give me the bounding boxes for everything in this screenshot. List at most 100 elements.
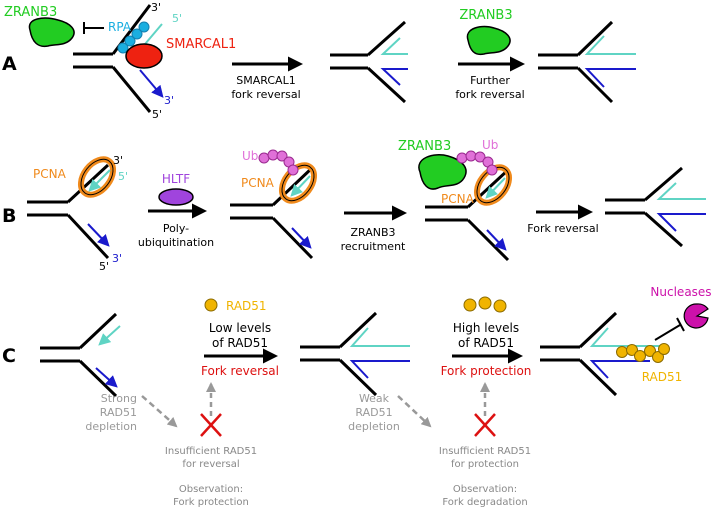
nascent-strand-blue-b2 [291, 227, 312, 249]
zranb3-shape-2 [466, 25, 511, 56]
strong-depletion-3: depletion [85, 420, 137, 433]
rad51-label-2: RAD51 [642, 370, 683, 384]
rad51-label-1: RAD51 [226, 299, 267, 313]
reversed-arm-teal-c2 [349, 327, 410, 347]
label-5prime-bottom-b: 5' [99, 260, 109, 273]
reversed-arm-blue-b4 [656, 213, 706, 232]
step-a2-line1: Further [470, 74, 510, 87]
ub-chain [258, 149, 299, 176]
insufficient-2a: Insufficient RAD51 [439, 446, 531, 457]
fork-b4 [605, 166, 683, 248]
label-3prime-top-b: 3' [113, 154, 123, 167]
inhibition-marker [83, 22, 104, 34]
rad51-beads-high [463, 296, 507, 313]
observation-2a: Observation: [453, 484, 517, 495]
block-x-icon-2 [474, 413, 496, 437]
fork-a3 [538, 20, 614, 104]
ub-label-2: Ub [482, 138, 498, 152]
label-3prime-bottom-b: 3' [112, 252, 122, 265]
fork-reversal-label: Fork reversal [201, 364, 279, 378]
step-b1-line2: ubiquitination [138, 236, 214, 249]
strong-depletion-1: Strong [101, 392, 137, 405]
fork-b1 [27, 163, 110, 260]
observation-1a: Observation: [179, 484, 243, 495]
hltf-label: HLTF [162, 172, 190, 186]
nascent-strand-blue-b1 [87, 223, 110, 247]
step-a2-line2: fork reversal [455, 88, 524, 101]
nucleases-icon [683, 303, 709, 329]
nascent-strand-teal-b3 [485, 177, 506, 199]
hltf-shape [158, 188, 194, 206]
pcna-ring-3-outline [476, 166, 510, 204]
rad51-bead [204, 298, 218, 312]
step-a1-line2: fork reversal [231, 88, 300, 101]
panel-letter-b: B [2, 205, 16, 227]
reversed-arm-teal-c3 [589, 327, 660, 347]
dashed-arrow-c2 [397, 395, 432, 428]
high-levels-line1: High levels [453, 321, 519, 335]
step-b2-line2: recruitment [341, 240, 406, 253]
fork-c3 [540, 311, 618, 397]
pcna-label-3: PCNA [441, 192, 475, 206]
reversed-arm-blue [380, 68, 408, 86]
pcna-label: PCNA [33, 167, 67, 181]
panel-letter-c: C [2, 345, 16, 367]
nucleases-label: Nucleases [650, 285, 711, 299]
ub-chain-2 [456, 150, 498, 176]
reversed-arm-blue-c3 [589, 360, 650, 379]
pcna-ring-2-outline [281, 164, 315, 202]
fork-c2 [300, 311, 378, 397]
label-5prime-top-b: 5' [118, 170, 128, 183]
insufficient-1b: for reversal [182, 459, 239, 470]
dashed-arrow-c1 [141, 395, 178, 428]
fork-c1 [40, 312, 118, 398]
insufficient-2b: for protection [451, 459, 519, 470]
nascent-strand-blue [139, 69, 164, 98]
step-b1-line1: Poly- [163, 222, 189, 235]
pcna-ring-outline [80, 158, 114, 196]
label-3prime-top: 3' [151, 1, 161, 14]
panel-letter-a: A [2, 53, 17, 75]
zranb3-label: ZRANB3 [4, 5, 57, 20]
strong-depletion-2: RAD51 [100, 406, 137, 419]
reversed-arm-teal-3 [584, 35, 636, 55]
fork-protection-label: Fork protection [441, 364, 532, 378]
nascent-strand-blue-c1 [95, 367, 118, 388]
high-levels-line2: of RAD51 [458, 336, 514, 350]
step-b2-line1: ZRANB3 [350, 226, 395, 239]
nascent-strand-teal-b2 [290, 175, 311, 197]
rad51-filament [616, 343, 670, 363]
nuclease-inhibition [654, 317, 685, 341]
low-levels-line2: of RAD51 [212, 336, 268, 350]
reversed-arm-blue-c2 [349, 360, 410, 379]
block-x-icon-1 [200, 413, 222, 437]
step-b3-label: Fork reversal [527, 222, 598, 235]
weak-depletion-1: Weak [359, 392, 390, 405]
zranb3-label-3: ZRANB3 [398, 139, 451, 154]
observation-2b: Fork degradation [442, 497, 527, 508]
label-5prime-top: 5' [172, 12, 182, 25]
nascent-strand-teal-c1 [98, 325, 121, 346]
low-levels-line1: Low levels [209, 321, 271, 335]
reversed-arm-blue-3 [584, 68, 636, 88]
ub-label: Ub [242, 149, 258, 163]
zranb3-shape [28, 17, 75, 48]
weak-depletion-3: depletion [348, 420, 400, 433]
zranb3-shape-3 [418, 154, 467, 190]
observation-1b: Fork protection [173, 497, 249, 508]
smarcal1-label: SMARCAL1 [166, 37, 236, 52]
reversed-arm-teal-b4 [656, 182, 706, 200]
fork-a2 [330, 20, 407, 104]
reversed-arm-teal [380, 37, 408, 55]
step-a1-line1: SMARCAL1 [236, 74, 295, 87]
rpa-beads [117, 21, 150, 54]
label-5prime-bottom: 5' [152, 108, 162, 121]
nascent-strand-blue-b3 [486, 229, 507, 251]
rpa-label: RPA [108, 20, 132, 34]
insufficient-1a: Insufficient RAD51 [165, 446, 257, 457]
nascent-strand-teal-b1 [88, 169, 111, 192]
smarcal1-shape [125, 43, 163, 69]
weak-depletion-2: RAD51 [355, 406, 392, 419]
zranb3-label-2: ZRANB3 [459, 8, 512, 23]
